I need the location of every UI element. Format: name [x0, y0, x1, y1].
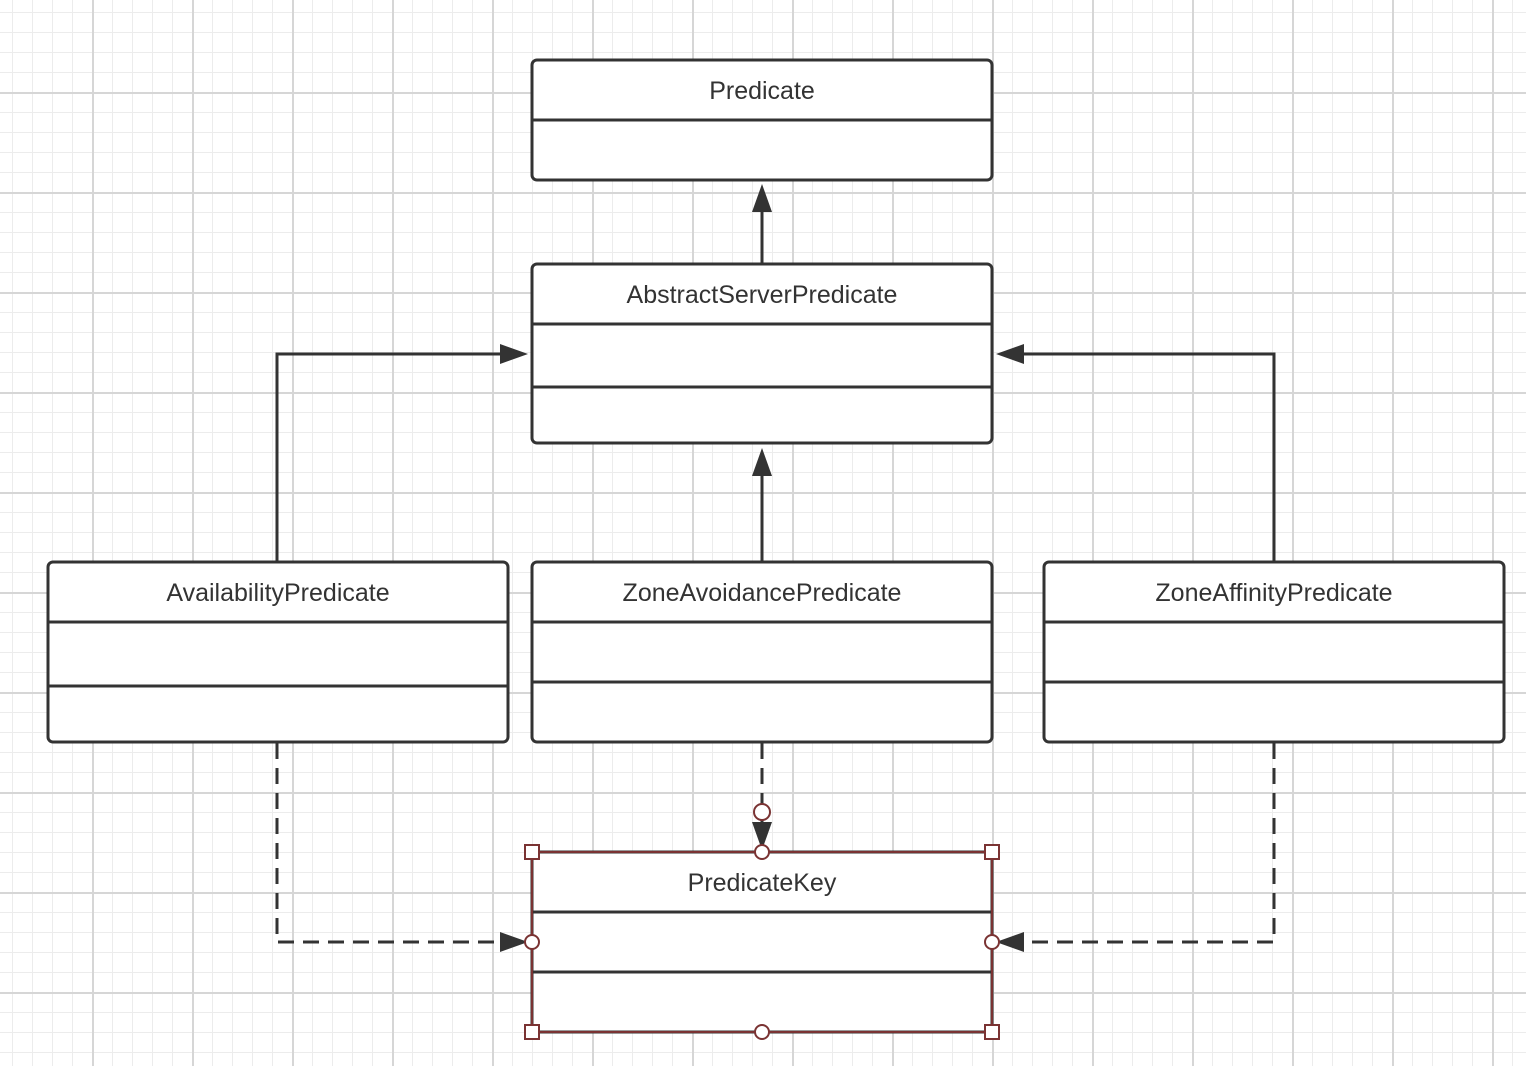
resize-handle-bottom-left[interactable]: [524, 1024, 540, 1040]
class-zoneavoidancepredicate-name: ZoneAvoidancePredicate: [623, 579, 902, 607]
class-availabilitypredicate[interactable]: AvailabilityPredicate: [46, 560, 510, 744]
connection-point-bottom[interactable]: [754, 1024, 770, 1040]
resize-handle-top-left[interactable]: [524, 844, 540, 860]
edge-availability-to-predicatekey[interactable]: [275, 743, 528, 952]
class-zoneaffinitypredicate-name: ZoneAffinityPredicate: [1155, 579, 1392, 607]
class-abstractserverpredicate[interactable]: AbstractServerPredicate: [530, 262, 994, 445]
edge-endpoint-handle[interactable]: [753, 803, 771, 821]
class-predicate-name: Predicate: [709, 77, 815, 105]
connection-point-right[interactable]: [984, 934, 1000, 950]
resize-handle-top-right[interactable]: [984, 844, 1000, 860]
class-availabilitypredicate-name: AvailabilityPredicate: [166, 579, 389, 607]
edge-zoneavoidance-to-predicatekey[interactable]: [752, 743, 772, 850]
class-predicatekey[interactable]: PredicateKey: [530, 850, 994, 1034]
class-predicatekey-name: PredicateKey: [688, 869, 837, 897]
resize-handle-bottom-right[interactable]: [984, 1024, 1000, 1040]
edge-zoneaffinity-to-abstractserver[interactable]: [996, 344, 1276, 562]
edge-availability-to-abstractserver[interactable]: [275, 344, 528, 562]
connection-point-top[interactable]: [754, 844, 770, 860]
edge-zoneavoidance-to-abstractserver[interactable]: [752, 448, 772, 562]
connection-point-left[interactable]: [524, 934, 540, 950]
edge-abstractserverpredicate-to-predicate[interactable]: [752, 184, 772, 264]
class-zoneavoidancepredicate[interactable]: ZoneAvoidancePredicate: [530, 560, 994, 744]
class-abstractserverpredicate-name: AbstractServerPredicate: [627, 281, 898, 309]
class-predicate[interactable]: Predicate: [530, 58, 994, 182]
edge-zoneaffinity-to-predicatekey[interactable]: [996, 743, 1276, 952]
class-zoneaffinitypredicate[interactable]: ZoneAffinityPredicate: [1042, 560, 1506, 744]
